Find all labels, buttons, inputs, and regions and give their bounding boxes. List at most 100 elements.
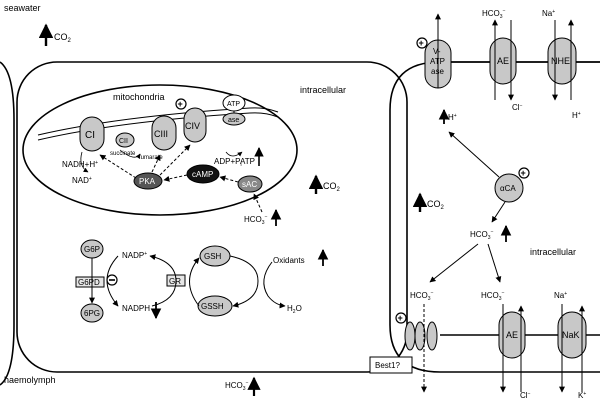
- intracellular-label-right: intracellular: [530, 247, 576, 257]
- nhe-na: Na+: [542, 9, 555, 18]
- svg-text:HCO3−: HCO3−: [470, 229, 494, 241]
- camp-to-pka: [163, 174, 188, 182]
- svg-text:HCO3−: HCO3−: [225, 380, 249, 392]
- complex-ciii: CIII: [151, 115, 177, 151]
- co2-right: CO2: [412, 192, 445, 212]
- svg-text:GR: GR: [169, 277, 181, 286]
- svg-text:NHE: NHE: [551, 56, 570, 66]
- mitochondria-label: mitochondria: [113, 92, 165, 102]
- svg-text:CO2: CO2: [427, 199, 445, 211]
- svg-text:CI: CI: [85, 130, 95, 141]
- succinate-label: succinate: [110, 151, 136, 157]
- node-sac: sAC: [237, 175, 263, 193]
- node-pka: PKA: [133, 172, 163, 190]
- nak-k: K+: [578, 391, 586, 400]
- node-camp: cAMP: [186, 164, 220, 184]
- svg-text:+: +: [521, 168, 526, 178]
- oxidants-to-h2o: [263, 261, 286, 309]
- svg-text:ase: ase: [228, 117, 239, 124]
- svg-text:6PG: 6PG: [84, 309, 100, 318]
- svg-text:sAC: sAC: [242, 180, 257, 189]
- adp-label: ADP+Pi: [214, 157, 242, 168]
- svg-text:G6PD: G6PD: [78, 278, 100, 287]
- svg-text:HCO3−: HCO3−: [244, 214, 268, 226]
- complex-ci: + CI: [79, 116, 105, 152]
- oxidants-label: Oxidants: [273, 256, 305, 265]
- node-nhe: NHE: [547, 37, 577, 85]
- pka-to-ci: [99, 154, 137, 179]
- svg-text:+: +: [178, 99, 183, 109]
- aca-to-vatp: [448, 131, 500, 178]
- left-cell-edge: [0, 61, 15, 386]
- nak-na: Na+: [554, 291, 567, 300]
- node-best1-channel: +: [395, 312, 438, 351]
- svg-text:G6P: G6P: [84, 245, 100, 254]
- middle-cell-outline: [16, 61, 408, 373]
- svg-text:CIV: CIV: [185, 121, 200, 131]
- svg-text:ATP: ATP: [227, 101, 240, 108]
- svg-text:NaK: NaK: [562, 330, 580, 340]
- best1-hco3: HCO3−: [410, 290, 434, 302]
- nadh-label: NADH+H+: [62, 160, 98, 169]
- nadp-to-nadph: [106, 255, 119, 307]
- svg-text:PKA: PKA: [139, 177, 156, 186]
- svg-text:+: +: [398, 313, 403, 323]
- hco3-central: HCO3−: [470, 224, 512, 242]
- atp-label: ATP: [240, 157, 255, 166]
- best1-label-box: Best1?: [369, 356, 413, 374]
- complex-cii: CII: [115, 132, 135, 148]
- co2-middle: CO2: [308, 174, 341, 194]
- complex-atpase: ATP ase: [222, 94, 246, 126]
- node-aca: αCA +: [494, 167, 530, 203]
- node-vatpase: + V- ATP ase: [416, 37, 452, 89]
- complex-civ: + CIV: [175, 98, 207, 143]
- nadph-label: NADPH: [122, 304, 150, 313]
- svg-text:AE: AE: [497, 56, 509, 66]
- svg-text:AE: AE: [506, 330, 518, 340]
- pka-to-ciii: [151, 154, 161, 173]
- hco3-mito: HCO3−: [244, 193, 282, 226]
- nad-label: NAD+: [72, 176, 92, 185]
- svg-text:CII: CII: [119, 138, 128, 145]
- svg-text:cAMP: cAMP: [192, 170, 213, 179]
- adp-atp-arrow: [225, 151, 243, 157]
- inner-membrane: [37, 107, 279, 136]
- node-gsh: GSH: [199, 245, 231, 267]
- node-6pg: 6PG: [80, 303, 104, 323]
- sac-to-camp: [219, 175, 239, 183]
- ae-bottom-hco3: HCO3−: [481, 290, 505, 302]
- svg-text:GSH: GSH: [204, 252, 222, 261]
- svg-text:CO2: CO2: [54, 32, 72, 44]
- seawater-label: seawater: [4, 3, 41, 13]
- svg-text:CO2: CO2: [323, 181, 341, 193]
- gsh-to-gssh: [229, 255, 259, 308]
- gssh-to-gsh: [189, 257, 200, 307]
- node-g6pd: G6PD: [75, 274, 118, 288]
- node-ae-bottom: AE: [498, 311, 526, 359]
- svg-text:αCA: αCA: [500, 184, 516, 193]
- co2-seawater: CO2: [38, 23, 72, 46]
- vatp-h-label: H+: [448, 113, 457, 122]
- svg-text:CIII: CIII: [154, 129, 168, 139]
- hco3-haemolymph: HCO3−: [225, 376, 261, 396]
- haemolymph-label: haemolymph: [4, 375, 56, 385]
- nhe-h: H+: [572, 111, 581, 120]
- nadh-arrow: [80, 151, 89, 173]
- svg-text:GSSH: GSSH: [201, 302, 224, 311]
- nadph-to-nadp: [149, 254, 177, 307]
- svg-text:Best1?: Best1?: [375, 361, 400, 370]
- intracellular-label-top: intracellular: [300, 85, 346, 95]
- right-cell-outline: [389, 61, 600, 373]
- ae-bottom-cl: Cl−: [520, 391, 531, 400]
- nadp-label: NADP+: [122, 251, 147, 260]
- hco3-to-best1: [429, 243, 479, 283]
- h2o-label: H2O: [287, 304, 302, 315]
- aca-to-hco3: [491, 201, 506, 223]
- node-nak: NaK: [557, 311, 587, 359]
- node-ae-top: AE: [489, 37, 517, 85]
- ae-top-cl: Cl−: [512, 103, 523, 112]
- inner-membrane-2: [37, 112, 279, 141]
- fumarate-label: fumarate: [139, 155, 163, 161]
- node-g6p: G6P: [80, 239, 104, 259]
